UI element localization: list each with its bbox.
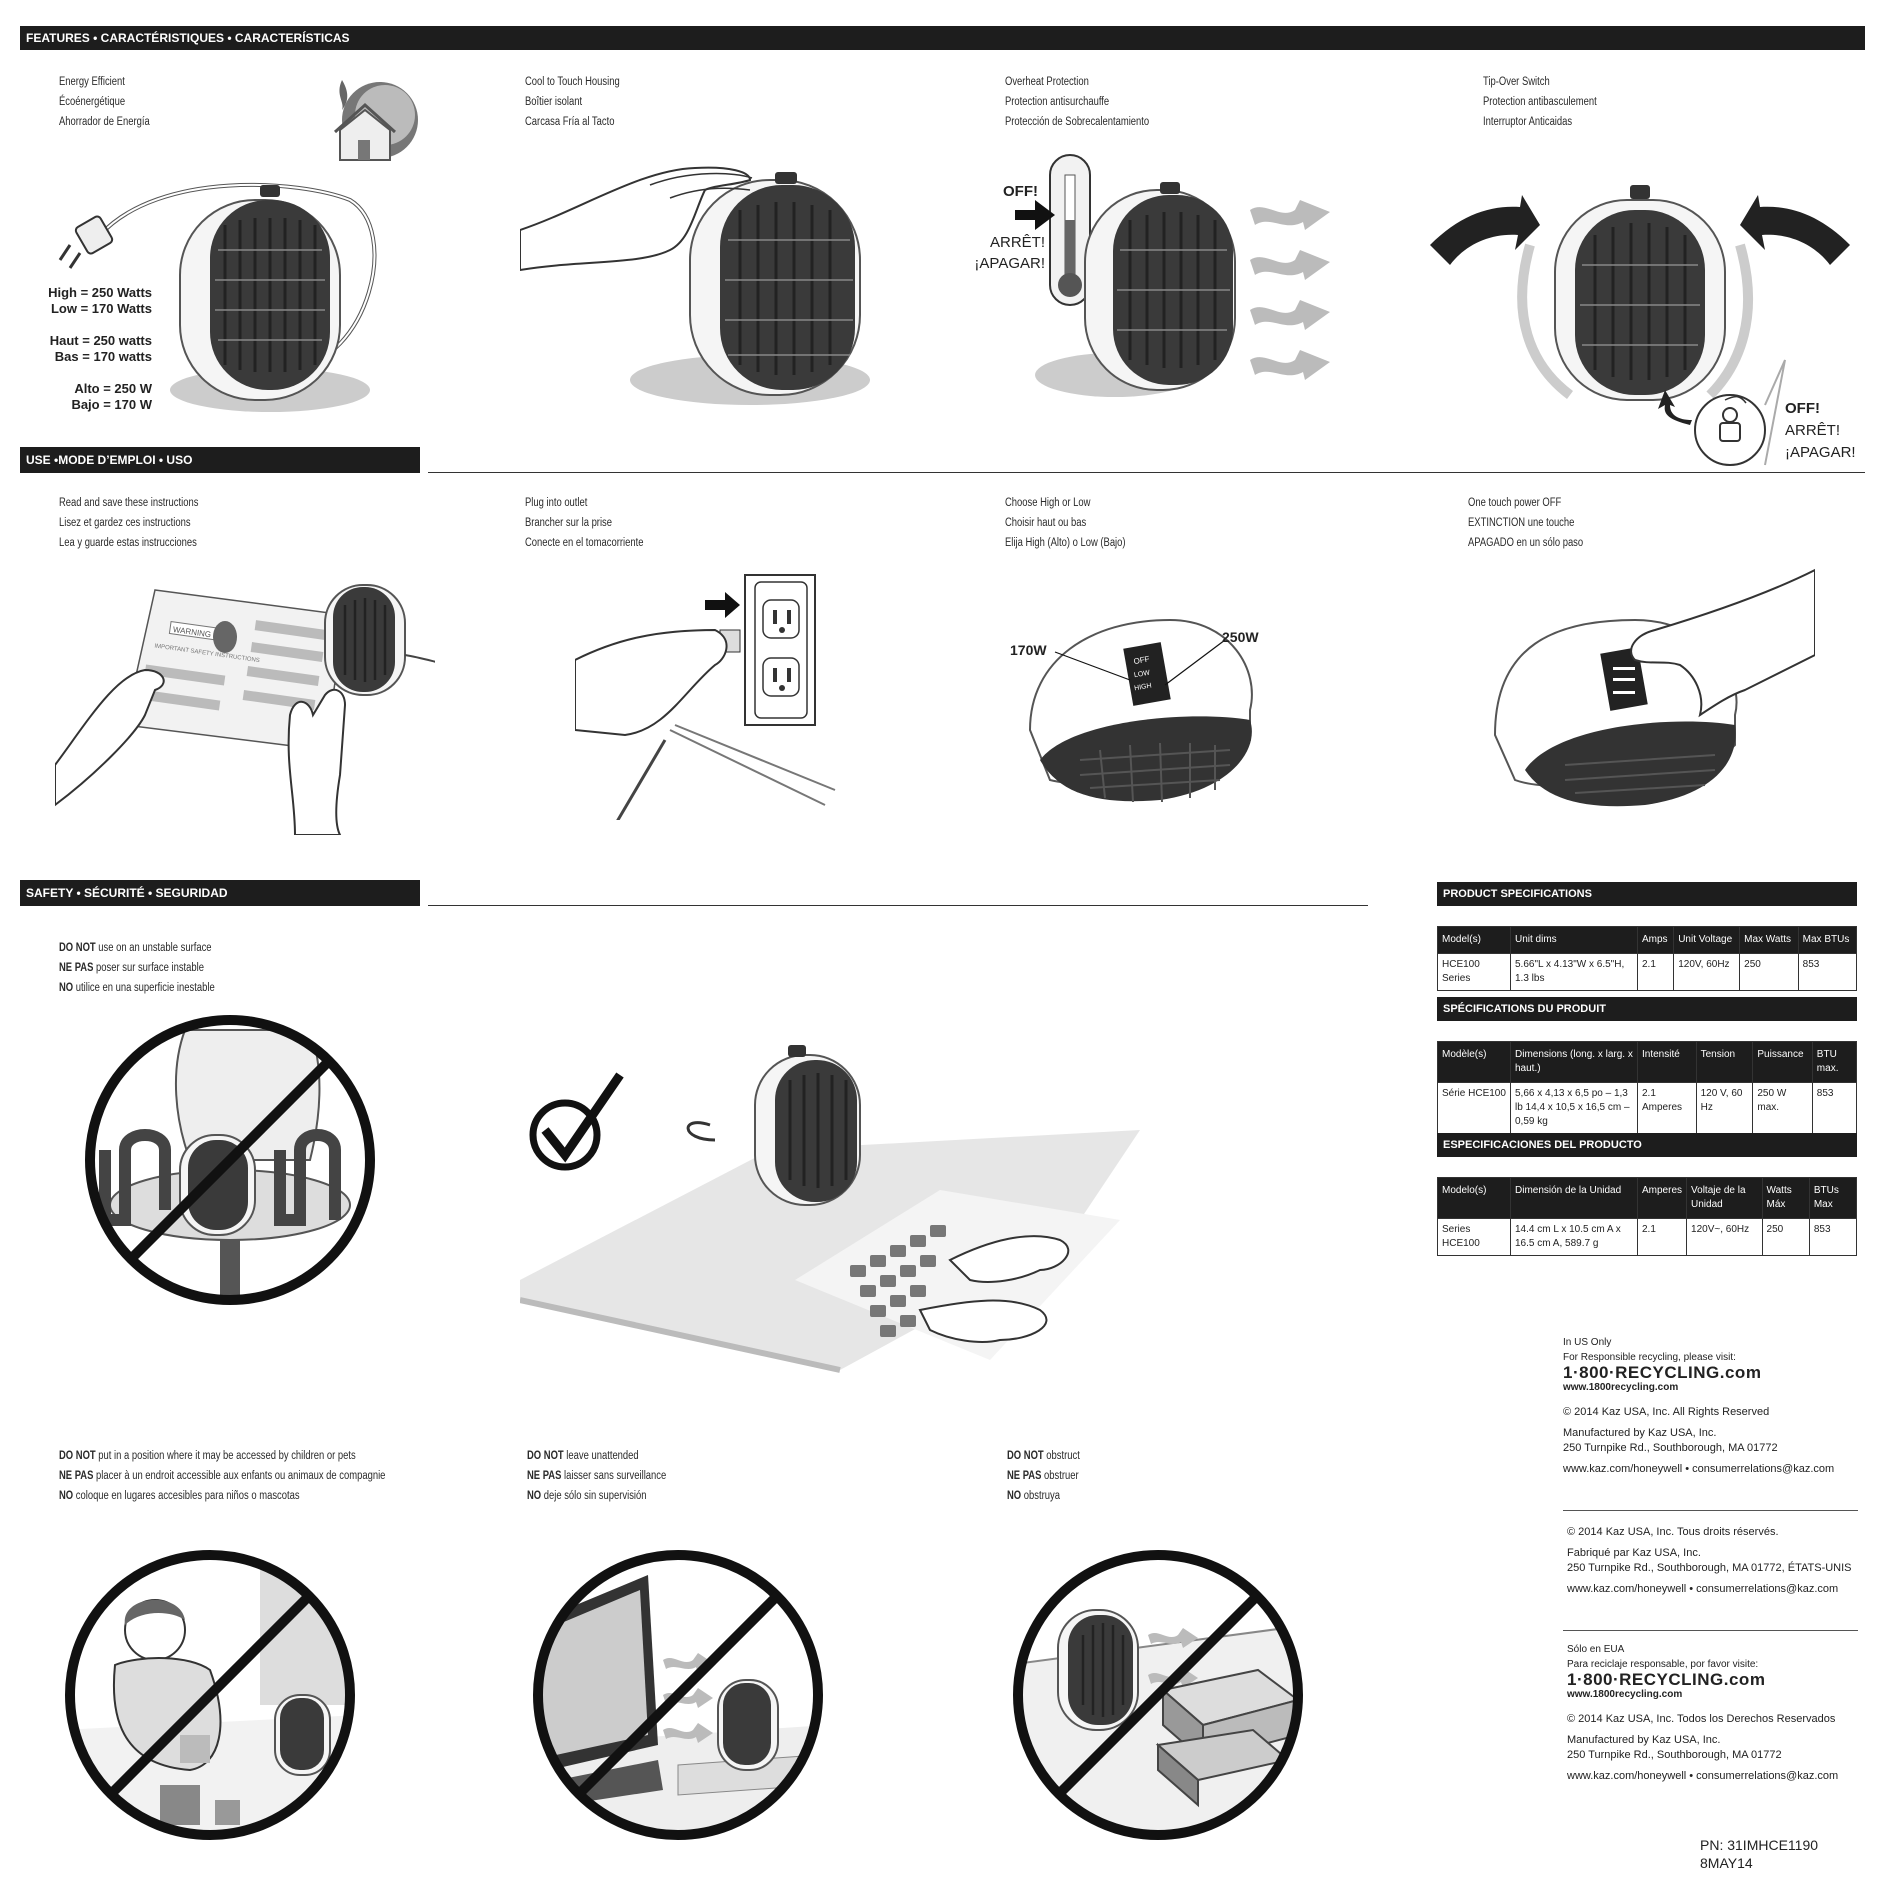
energy-efficient-illustration [58,80,418,412]
choose-setting-illustration: OFF LOW HIGH [1028,618,1253,803]
label-170w: 170W [1010,642,1047,658]
spec-title-spanish: ESPECIFICACIONES DEL PRODUCTO [1437,1133,1857,1157]
tip-over-illustration [1430,185,1850,466]
spec-table-spanish: ESPECIFICACIONES DEL PRODUCTO Modelo(s)D… [1437,1133,1858,1256]
safety-caption-unstable: DO NOT use on an unstable surface NE PAS… [59,942,215,994]
footer-english: In US Only For Responsible recycling, pl… [1563,1337,1835,1475]
plug-outlet-illustration [575,574,836,820]
use-header: USE •MODE D’EMPLOI • USO [26,453,193,467]
safety-caption-obstruct: DO NOT obstruct NE PAS obstruer NO obstr… [1007,1450,1080,1502]
safety-caption-unattended: DO NOT leave unattended NE PAS laisser s… [527,1450,667,1502]
safety-header-bar: SAFETY • SÉCURITÉ • SEGURIDAD [20,880,420,906]
children-prohibited-illustration [65,1550,355,1840]
overheat-apagar-label: ¡APAGAR! [974,255,1045,272]
use-divider [428,472,1865,473]
spec-title-french: SPÉCIFICATIONS DU PRODUIT [1437,997,1857,1021]
tip-over-arret-label: ARRÊT! [1785,422,1841,439]
safety-header: SAFETY • SÉCURITÉ • SEGURIDAD [26,886,228,900]
footer-french: © 2014 Kaz USA, Inc. Tous droits réservé… [1567,1526,1852,1595]
overheat-off-label: OFF! [1003,183,1038,200]
spec-table-english: PRODUCT SPECIFICATIONS Model(s)Unit dims… [1437,882,1858,991]
label-250w: 250W [1222,629,1259,645]
read-instructions-illustration: WARNING IMPORTANT SAFETY INSTRUCTIONS [55,584,435,835]
unstable-surface-prohibited-illustration [85,1015,375,1305]
tip-over-off-label: OFF! [1785,400,1820,417]
recycling-logo-spanish: 1·800·RECYCLING.com [1567,1670,1766,1689]
footer-divider-2 [1563,1630,1858,1631]
footer-spanish: Sólo en EUA Para reciclaje responsable, … [1567,1644,1839,1782]
switch-high-text: HIGH [1134,682,1152,692]
overheat-illustration [1015,154,1330,397]
part-number: PN: 31IMHCE1190 8MAY14 [1700,1837,1819,1871]
safety-caption-children: DO NOT put in a position where it may be… [59,1450,386,1502]
cool-touch-illustration [520,166,870,405]
switch-off-text: OFF [1133,654,1150,666]
spec-title-english: PRODUCT SPECIFICATIONS [1437,882,1857,906]
recycling-logo-english: 1·800·RECYCLING.com [1563,1363,1762,1382]
use-header-bar: USE •MODE D’EMPLOI • USO [20,447,420,473]
safety-divider [428,905,1368,906]
obstruct-prohibited-illustration [1013,1550,1303,1840]
features-header: FEATURES • CARACTÉRISTIQUES • CARACTERÍS… [26,31,350,45]
features-header-bar: FEATURES • CARACTÉRISTIQUES • CARACTERÍS… [20,26,1865,50]
power-off-illustration [1493,568,1815,807]
spec-table-french: SPÉCIFICATIONS DU PRODUIT Modèle(s)Dimen… [1437,997,1858,1134]
overheat-arret-label: ARRÊT! [989,234,1045,251]
footer-divider-1 [1563,1510,1858,1511]
correct-use-desk-illustration [520,1045,1140,1373]
unattended-prohibited-illustration [533,1550,823,1840]
tip-over-apagar-label: ¡APAGAR! [1785,444,1856,461]
switch-low-text: LOW [1134,669,1151,679]
